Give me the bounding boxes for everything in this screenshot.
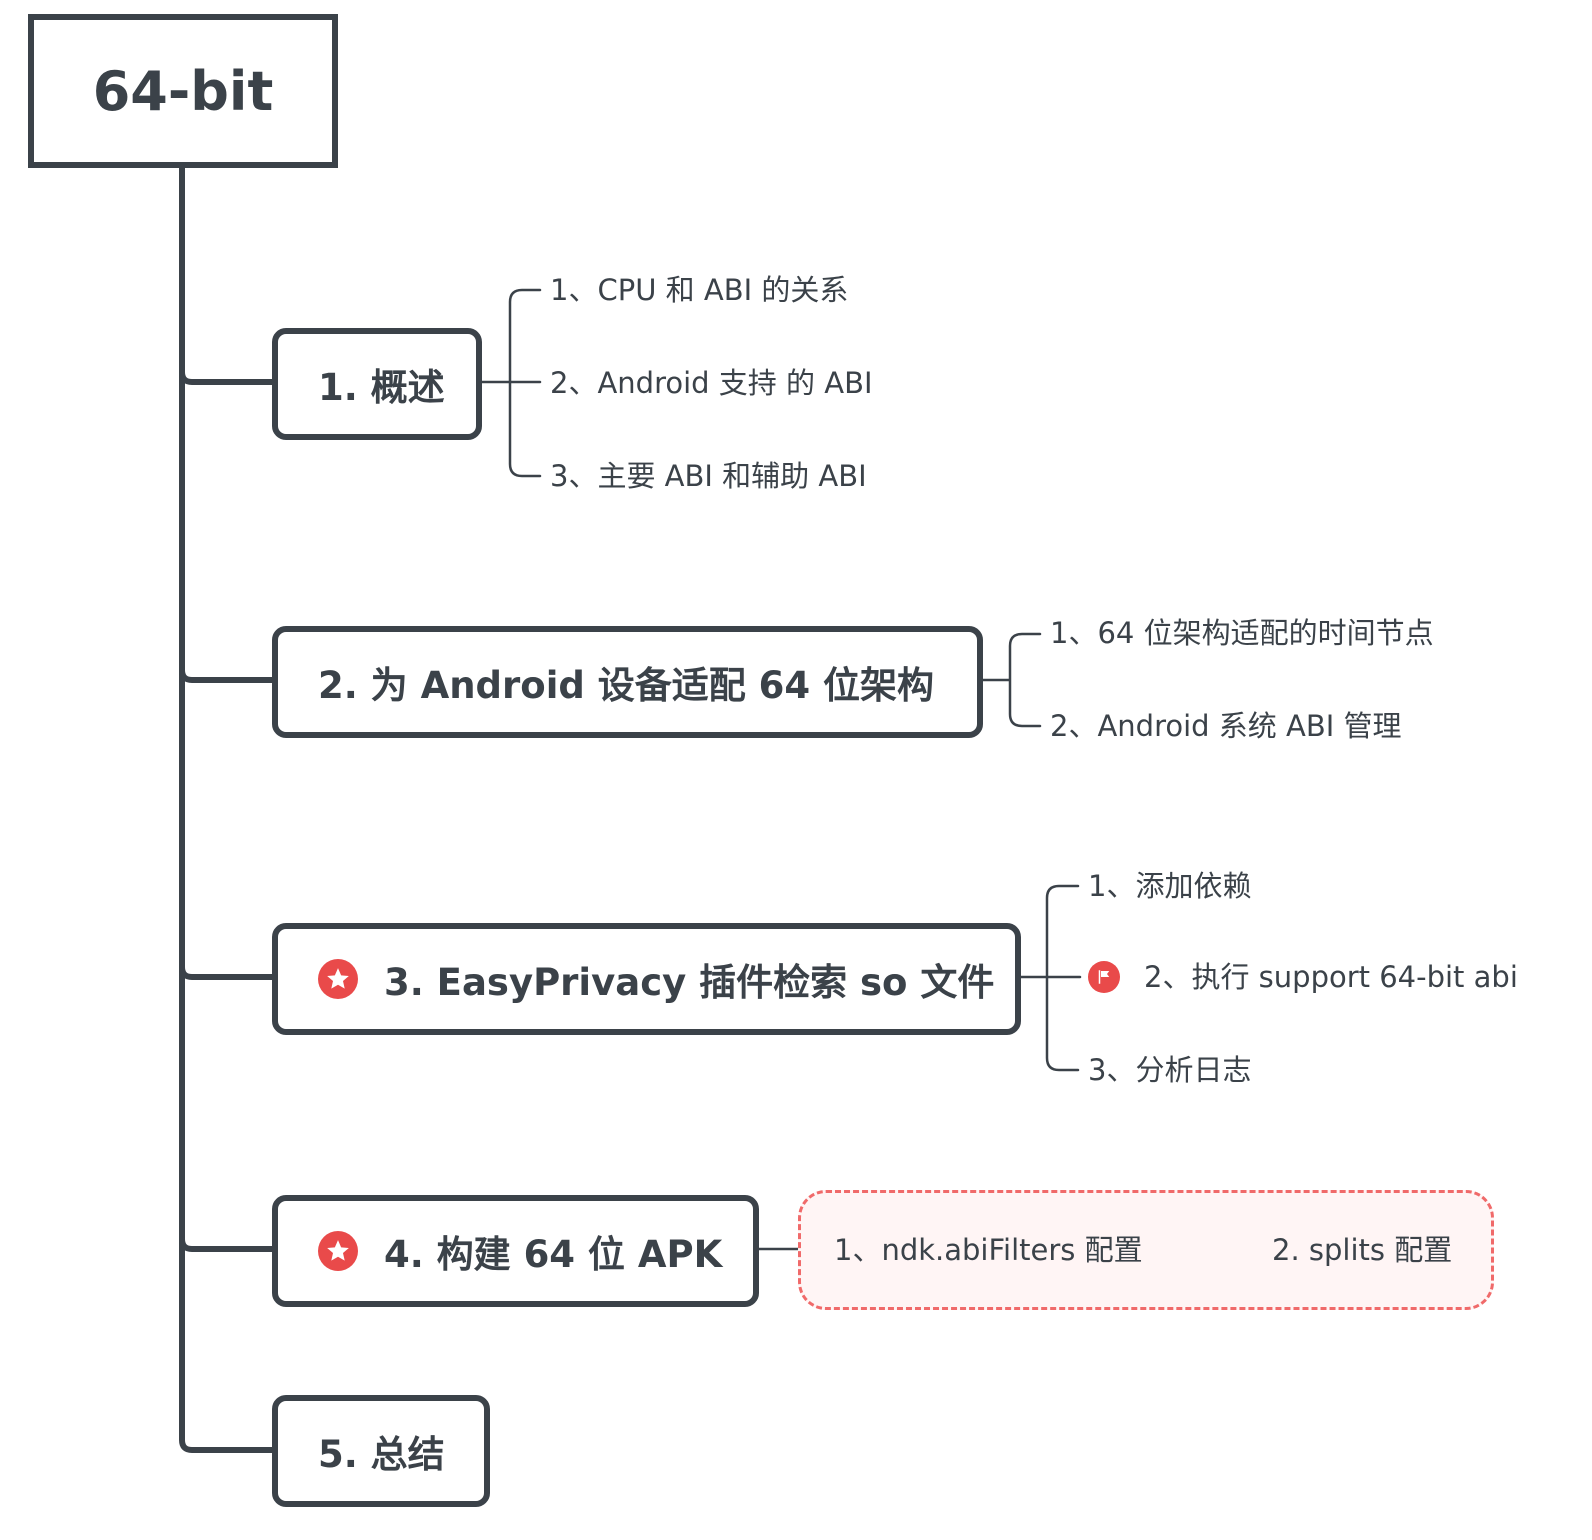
topic-node-5[interactable]: 5. 总结 [272, 1395, 490, 1507]
boundary-highlight [798, 1190, 1494, 1310]
subtopic-3-2[interactable]: 2、执行 support 64-bit abi [1088, 957, 1518, 997]
subtopic-4-1[interactable]: 1、ndk.abiFilters 配置 [834, 1233, 1143, 1267]
root-node[interactable]: 64-bit [28, 14, 338, 168]
branch-line-2 [179, 667, 278, 683]
subtopic-4-2[interactable]: 2. splits 配置 [1272, 1233, 1453, 1267]
subtopic-2-2[interactable]: 2、Android 系统 ABI 管理 [1050, 709, 1402, 743]
flag-icon [1088, 961, 1120, 993]
topic-node-2[interactable]: 2. 为 Android 设备适配 64 位架构 [272, 626, 983, 738]
topic-node-4[interactable]: 4. 构建 64 位 APK [272, 1195, 759, 1307]
topic-node-3[interactable]: 3. EasyPrivacy 插件检索 so 文件 [272, 923, 1021, 1035]
star-icon [318, 1231, 358, 1271]
subtopic-3-3[interactable]: 3、分析日志 [1088, 1053, 1252, 1087]
subtopic-1-2[interactable]: 2、Android 支持 的 ABI [550, 366, 873, 400]
root-title: 64-bit [92, 59, 274, 123]
trunk-line [179, 163, 278, 1453]
topic-label: 4. 构建 64 位 APK [384, 1233, 723, 1276]
topic-label: 5. 总结 [318, 1433, 445, 1476]
topic-label: 2. 为 Android 设备适配 64 位架构 [318, 664, 934, 707]
topic-label: 3. EasyPrivacy 插件检索 so 文件 [384, 961, 995, 1004]
branch-line-1 [179, 369, 278, 385]
subtopic-2-1[interactable]: 1、64 位架构适配的时间节点 [1050, 616, 1434, 650]
bracket-topic-3 [1016, 884, 1082, 1072]
subtopic-1-3[interactable]: 3、主要 ABI 和辅助 ABI [550, 459, 867, 493]
subtopic-3-1[interactable]: 1、添加依赖 [1088, 869, 1252, 903]
branch-line-4 [179, 1236, 278, 1252]
star-icon [318, 959, 358, 999]
topic-label: 1. 概述 [318, 366, 445, 409]
topic-node-1[interactable]: 1. 概述 [272, 328, 482, 440]
subtopic-label: 2、执行 support 64-bit abi [1144, 960, 1518, 994]
bracket-topic-2 [979, 632, 1042, 728]
subtopic-1-1[interactable]: 1、CPU 和 ABI 的关系 [550, 273, 849, 307]
branch-line-3 [179, 964, 278, 980]
bracket-topic-1 [479, 288, 542, 478]
